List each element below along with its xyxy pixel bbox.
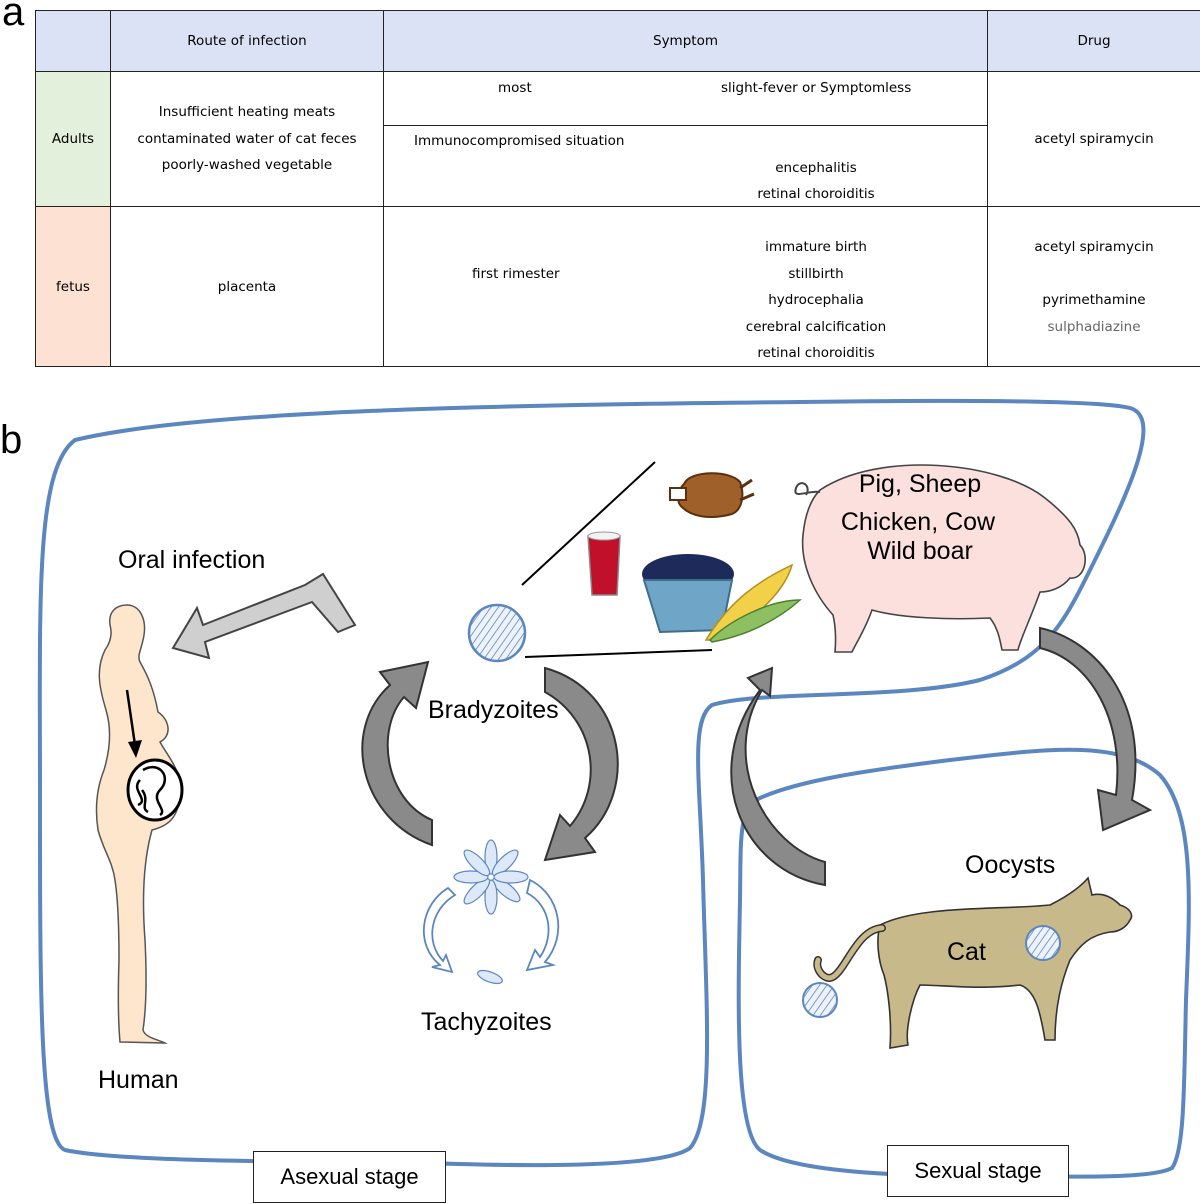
- adults-drug: acetyl spiramycin: [987, 71, 1200, 207]
- tachyzoites-label: Tachyzoites: [421, 1008, 552, 1036]
- asexual-stage-box: Asexual stage: [253, 1151, 446, 1203]
- juice-glass-icon: [587, 531, 621, 596]
- tachy-cycle-arrow-right: [525, 878, 560, 972]
- fetus-drug-2: pyrimethamine: [1042, 292, 1146, 308]
- adults-route-3: poorly-washed vegetable: [161, 157, 333, 174]
- sexual-stage-label: Sexual stage: [914, 1158, 1042, 1183]
- bradyzoite-cyst-icon: [467, 603, 527, 663]
- connector-line-top: [521, 461, 656, 586]
- symptom-encephalitis: encephalitis: [775, 160, 857, 176]
- fetus-drug-1: acetyl spiramycin: [1034, 239, 1154, 255]
- symptom-immunocompromised: Immunocompromised situation: [414, 133, 625, 149]
- blueberry-basket-icon: [642, 554, 734, 634]
- fetus-drug-3: sulphadiazine: [1047, 318, 1141, 335]
- pig-icon: [794, 464, 1086, 653]
- adults-symptom-cell: most slight-fever or Symptomless Immunoc…: [383, 71, 988, 207]
- tachyzoite-rosette-icon: [453, 839, 529, 985]
- adults-route-cell: Insufficient heating meats contaminated …: [110, 71, 384, 207]
- adults-route-1: Insufficient heating meats: [158, 104, 336, 121]
- host-line-3: Wild boar: [867, 537, 973, 565]
- header-drug: Drug: [987, 10, 1200, 72]
- cycle-arrow-left: [361, 660, 433, 847]
- oral-infection-arrow: [171, 572, 357, 660]
- cycle-arrow-right: [543, 666, 619, 862]
- fetus-symptom-4: cerebral calcification: [745, 318, 887, 335]
- pregnant-human-figure: [95, 604, 184, 1044]
- fetus-symptom-2: stillbirth: [788, 265, 844, 282]
- symptom-most: most: [498, 80, 532, 96]
- symptom-most-detail: slight-fever or Symptomless: [721, 80, 912, 96]
- bradyzoites-label: Bradyzoites: [428, 696, 559, 724]
- host-line-2: Chicken, Cow: [841, 508, 996, 536]
- toxoplasmosis-table: Route of infection Symptom Drug Adults I…: [35, 10, 1200, 367]
- oral-infection-label: Oral infection: [118, 546, 265, 574]
- symptom-first-trimester: first rimester: [472, 266, 560, 282]
- human-label: Human: [98, 1066, 179, 1094]
- fetus-symptom-3: hydrocephalia: [768, 292, 864, 308]
- oocysts-label: Oocysts: [965, 851, 1055, 879]
- connector-line-bottom: [524, 649, 713, 658]
- pig-to-cat-arrow: [1039, 626, 1153, 832]
- meat-icon: [669, 472, 755, 518]
- cat-to-hosts-arrow: [730, 666, 826, 887]
- host-line-1: Pig, Sheep: [859, 470, 981, 498]
- cat-cyst-icon: [1025, 925, 1061, 961]
- asexual-stage-label: Asexual stage: [280, 1164, 419, 1189]
- symptom-retinal-choroiditis: retinal choroiditis: [757, 186, 875, 202]
- sexual-stage-boundary: [736, 747, 1191, 1179]
- panel-label-b: b: [0, 418, 23, 462]
- tachy-cycle-arrow-left: [422, 886, 457, 974]
- corn-icon: [704, 563, 802, 643]
- cat-label: Cat: [947, 938, 986, 966]
- asexual-stage-boundary: [37, 398, 1146, 1168]
- fetus-symptom-cell: first rimester immature birth stillbirth…: [383, 206, 988, 367]
- cat-icon: [813, 876, 1133, 1049]
- oocyst-icon: [802, 982, 838, 1018]
- adults-route-2: contaminated water of cat feces: [137, 130, 357, 147]
- fetus-symptom-5: retinal choroiditis: [757, 345, 875, 361]
- panel-label-a: a: [2, 0, 25, 34]
- row-label-adults: Adults: [35, 71, 111, 207]
- sexual-stage-box: Sexual stage: [887, 1145, 1069, 1197]
- fetus-route: placenta: [110, 206, 384, 367]
- fetus-symptom-1: immature birth: [765, 239, 867, 255]
